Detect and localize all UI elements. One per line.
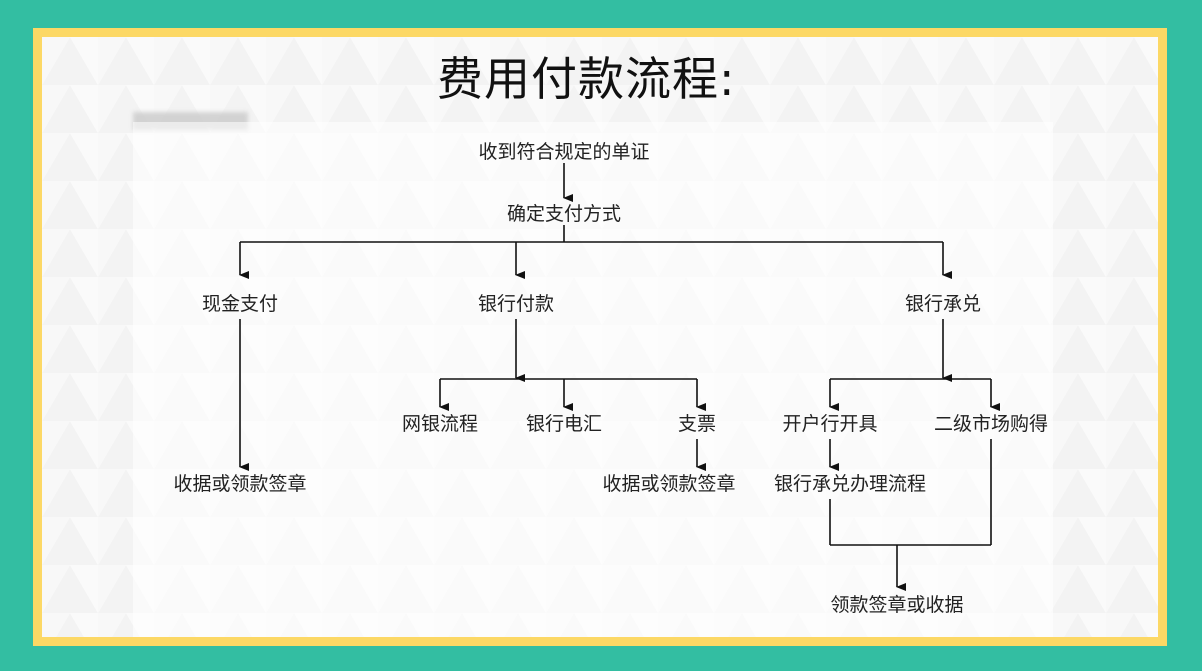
node-check: 支票 [677,413,717,435]
node-online-banking: 网银流程 [401,413,479,435]
node-check-receipt: 收据或领款签章 [602,473,736,495]
node-receive-documents: 收到符合规定的单证 [478,141,650,163]
node-cash-receipt: 收据或领款签章 [173,473,307,495]
node-acceptance-process: 银行承兑办理流程 [773,473,927,495]
flow-connectors [239,163,1000,591]
node-cash-payment: 现金支付 [201,293,279,315]
node-wire-transfer: 银行电汇 [525,413,603,435]
page-title: 费用付款流程: [437,52,736,106]
node-bank-payment: 银行付款 [477,293,555,315]
node-secondary-market: 二级市场购得 [933,413,1049,435]
node-final-receipt: 领款签章或收据 [830,594,964,616]
node-decide-payment-method: 确定支付方式 [506,203,622,225]
slide-frame: 费用付款流程: [33,28,1167,646]
node-open-bank-issue: 开户行开具 [782,413,878,435]
node-bank-acceptance: 银行承兑 [904,293,982,315]
